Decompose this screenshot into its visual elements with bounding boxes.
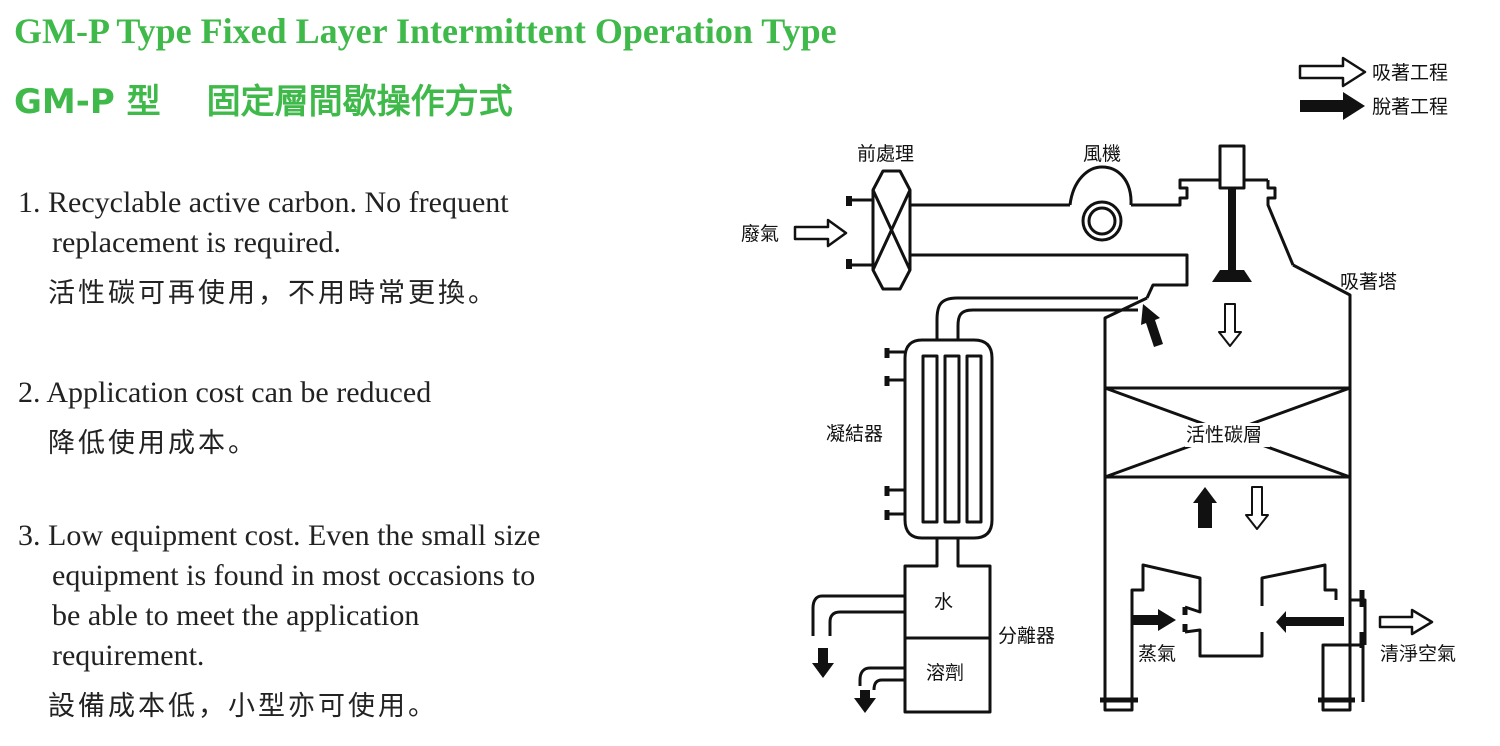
outlet-flange <box>1321 645 1365 702</box>
label-separator: 分離器 <box>998 625 1055 647</box>
legend-adsorption: 吸著工程 <box>1372 62 1448 84</box>
pretreatment-filter <box>860 169 912 291</box>
duct-top <box>910 178 1268 207</box>
label-fan: 風機 <box>1083 143 1121 165</box>
outlet-valve-stem <box>1286 617 1344 626</box>
feature-item-3: 3. Low equipment cost. Even the small si… <box>18 516 540 723</box>
title-english: GM-P Type Fixed Layer Intermittent Opera… <box>14 11 837 51</box>
outlet-valve <box>1276 611 1286 633</box>
up-flow-arrow-icon <box>1193 487 1217 528</box>
top-damper <box>1212 144 1252 282</box>
waste-gas-arrow-icon <box>793 218 848 248</box>
legend: 吸著工程 脫著工程 <box>1298 56 1448 120</box>
feature-text-en: 2. Application cost can be reduced <box>18 376 432 409</box>
adsorption-arrow-icon <box>1298 56 1367 88</box>
title-chinese: GM-P 型 固定層間歇操作方式 <box>14 74 513 123</box>
label-clean-air: 清淨空氣 <box>1380 643 1456 665</box>
label-pretreatment: 前處理 <box>857 143 914 165</box>
separator <box>811 538 992 714</box>
feature-text-en: 1. Recyclable active carbon. No frequent… <box>18 186 509 259</box>
down-flow-arrow-icon <box>1218 303 1242 347</box>
feature-text-en: 3. Low equipment cost. Even the small si… <box>18 519 541 672</box>
water-drain-arrow-icon <box>812 648 834 678</box>
condenser <box>884 338 994 540</box>
label-adsorption-tower: 吸著塔 <box>1340 271 1397 293</box>
steam-arrow-icon <box>1133 609 1176 631</box>
label-waste-gas: 廢氣 <box>741 223 779 245</box>
title-model: GM-P 型 <box>14 82 161 122</box>
feature-text-zh: 活性碳可再使用，不用時常更換。 <box>48 278 498 309</box>
label-water: 水 <box>934 591 953 613</box>
legend-desorption: 脫著工程 <box>1372 96 1448 118</box>
feature-text-zh: 降低使用成本。 <box>48 428 258 459</box>
up-flow-arrow-icon <box>1141 304 1163 347</box>
solvent-drain-arrow-icon <box>854 690 876 713</box>
label-steam: 蒸氣 <box>1138 643 1176 665</box>
down-flow-arrow-icon <box>1245 486 1269 530</box>
desorption-pipe <box>935 296 1138 340</box>
feature-text-zh: 設備成本低，小型亦可使用。 <box>48 691 438 722</box>
label-solvent: 溶劑 <box>926 662 964 684</box>
label-carbon-layer: 活性碳層 <box>1186 424 1262 446</box>
feature-item-1: 1. Recyclable active carbon. No frequent… <box>18 183 509 310</box>
outlet-pipe <box>1350 598 1367 645</box>
label-condenser: 凝結器 <box>826 423 883 445</box>
title-method: 固定層間歇操作方式 <box>206 82 513 122</box>
desorption-arrow-icon <box>1300 92 1365 120</box>
duct-bottom <box>910 253 1189 299</box>
inlet-flange <box>849 198 860 267</box>
feature-item-2: 2. Application cost can be reduced 降低使用成… <box>18 373 431 460</box>
tower-top-right <box>1266 180 1295 266</box>
clean-air-arrow-icon <box>1378 608 1434 636</box>
adsorption-tower <box>1100 263 1365 712</box>
fan <box>1068 165 1133 242</box>
